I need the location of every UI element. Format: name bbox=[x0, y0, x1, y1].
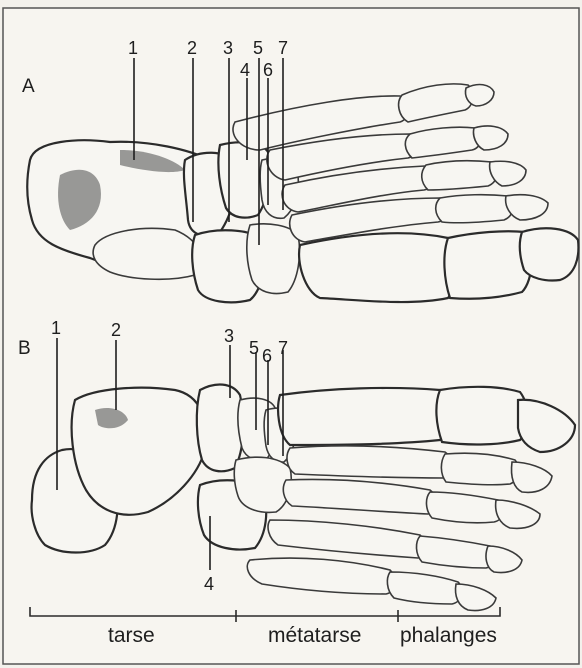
label-b-3: 3 bbox=[224, 326, 234, 346]
label-a-7: 7 bbox=[278, 38, 288, 58]
panel-a-label: A bbox=[22, 76, 35, 97]
metatarsal-1-b bbox=[278, 388, 449, 445]
label-b-2: 2 bbox=[111, 320, 121, 340]
phalanx-3-prox-a bbox=[422, 161, 497, 190]
region-label-tarse: tarse bbox=[108, 624, 155, 647]
region-label-metatarse: métatarse bbox=[268, 624, 361, 647]
label-a-5: 5 bbox=[253, 38, 263, 58]
label-b-4: 4 bbox=[204, 574, 214, 594]
label-b-5: 5 bbox=[249, 338, 259, 358]
phalanx-4-prox-a bbox=[436, 195, 513, 223]
label-a-1: 1 bbox=[128, 38, 138, 58]
label-a-4: 4 bbox=[240, 60, 250, 80]
label-b-1: 1 bbox=[51, 318, 61, 338]
talus-a bbox=[93, 228, 202, 279]
navicular-b bbox=[197, 385, 244, 472]
cuneiform-5-a bbox=[247, 224, 300, 294]
metatarsal-5-a bbox=[299, 233, 456, 302]
panel-b-label: B bbox=[18, 338, 31, 359]
phalanx-5-prox-a bbox=[444, 231, 531, 299]
label-a-6: 6 bbox=[263, 60, 273, 80]
phalanx-1-prox-b bbox=[436, 387, 527, 445]
label-b-7: 7 bbox=[278, 338, 288, 358]
phalanx-5-dist-a bbox=[520, 228, 579, 280]
cuneiform-7-b bbox=[234, 457, 291, 512]
label-b-6: 6 bbox=[262, 346, 272, 366]
label-a-2: 2 bbox=[187, 38, 197, 58]
region-label-phalanges: phalanges bbox=[400, 624, 497, 647]
metatarsal-2-b bbox=[287, 446, 453, 478]
phalanx-2-prox-b bbox=[441, 453, 519, 485]
label-a-3: 3 bbox=[223, 38, 233, 58]
